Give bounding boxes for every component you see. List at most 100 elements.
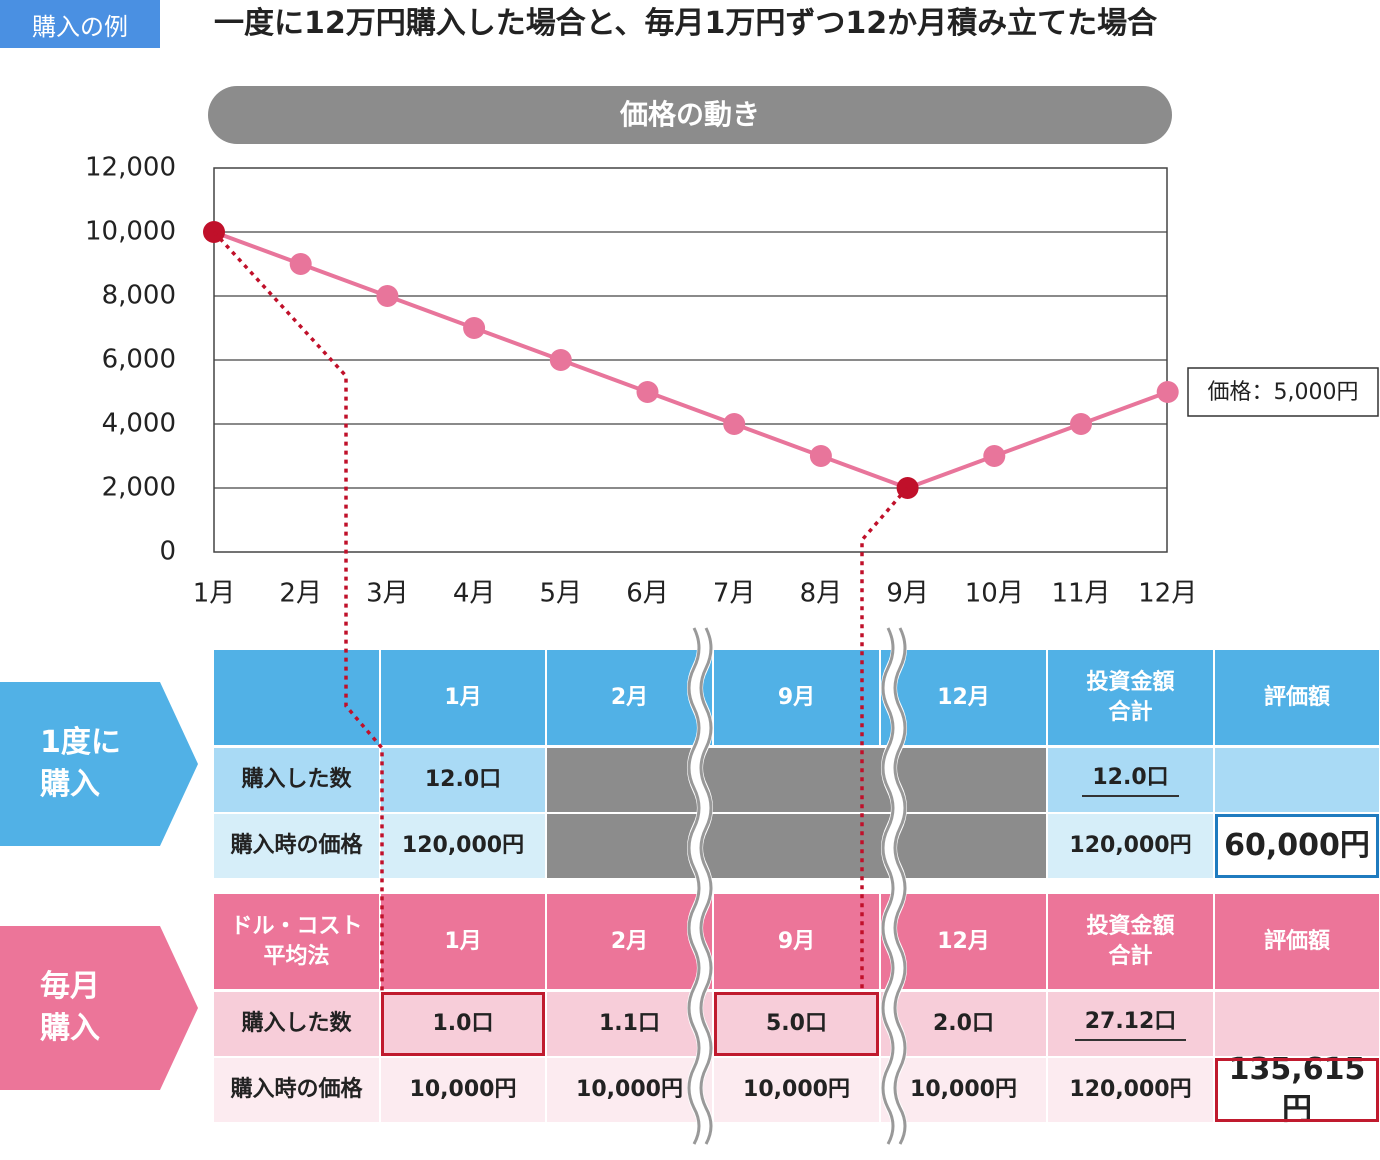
dca-price-cell-text: 10,000円 bbox=[743, 1077, 850, 1103]
dca-header-cell-text: 12月 bbox=[937, 928, 990, 954]
x-tick-label: 5月 bbox=[540, 579, 583, 609]
data-point bbox=[1070, 413, 1092, 435]
lump-header-cell: 2月 bbox=[547, 650, 712, 745]
chart-title-pill bbox=[208, 86, 1172, 144]
y-tick-label: 12,000 bbox=[85, 153, 176, 183]
dca-price-total-text: 120,000円 bbox=[1069, 1077, 1192, 1103]
arrow-label-line: 購入 bbox=[40, 1011, 100, 1046]
y-tick-label: 10,000 bbox=[85, 217, 176, 247]
row-label-text: 購入した数 bbox=[241, 1011, 352, 1037]
x-tick-label: 7月 bbox=[713, 579, 756, 609]
gray-block bbox=[547, 814, 1046, 878]
data-point bbox=[636, 381, 659, 403]
dca-header-cell: 2月 bbox=[547, 894, 712, 989]
x-tick-label: 6月 bbox=[626, 579, 669, 609]
dca-header-cell: 投資金額 合計 bbox=[1048, 894, 1213, 989]
x-tick-label: 8月 bbox=[800, 579, 843, 609]
price-annotation: 価格：5,000円 bbox=[1208, 380, 1359, 405]
dca-price-cell: 10,000円 bbox=[381, 1058, 545, 1122]
dca-header-cell-text: 9月 bbox=[777, 928, 816, 954]
x-tick-label: 10月 bbox=[965, 579, 1024, 609]
x-tick-label: 11月 bbox=[1051, 579, 1110, 609]
dca-count-total-text: 27.12口 bbox=[1074, 1007, 1187, 1041]
row-label: 購入時の価格 bbox=[214, 1058, 379, 1122]
data-point bbox=[549, 349, 572, 371]
lump-header-cell: 9月 bbox=[714, 650, 879, 745]
lump-sum-arrow bbox=[0, 682, 198, 846]
gray-block bbox=[547, 748, 1046, 812]
dca-header-cell: ドル・コスト 平均法 bbox=[214, 894, 379, 989]
price-annotation-box bbox=[1187, 367, 1379, 417]
lump-price-total-text: 120,000円 bbox=[1069, 833, 1192, 859]
dca-price-cell-text: 10,000円 bbox=[910, 1077, 1017, 1103]
dca-count-value bbox=[1215, 992, 1379, 1056]
chart-title: 価格の動き bbox=[619, 98, 760, 131]
lump-count-total: 12.0口 bbox=[1048, 748, 1213, 812]
dca-count-total: 27.12口 bbox=[1048, 992, 1213, 1056]
lump-header-cell: 投資金額 合計 bbox=[1048, 650, 1213, 745]
dca-count-cell-text: 5.0口 bbox=[766, 1011, 827, 1037]
dca-count-cell: 5.0口 bbox=[714, 992, 879, 1056]
row-label-text: 購入時の価格 bbox=[230, 1077, 363, 1103]
dca-header-cell-text: 2月 bbox=[610, 928, 649, 954]
lump-valuation: 60,000円 bbox=[1215, 814, 1379, 878]
lump-header-cell: 1月 bbox=[381, 650, 545, 745]
x-tick-label: 12月 bbox=[1138, 579, 1197, 609]
lump-header-cell: 評価額 bbox=[1215, 650, 1379, 745]
dca-count-cell: 1.0口 bbox=[381, 992, 545, 1056]
dca-valuation: 135,615円 bbox=[1215, 1052, 1379, 1127]
data-point bbox=[809, 445, 832, 467]
lump-count-m1: 12.0口 bbox=[381, 748, 545, 812]
row-label: 購入時の価格 bbox=[214, 814, 379, 878]
lump-price-m1-text: 120,000円 bbox=[401, 833, 525, 859]
dca-count-cell-text: 2.0口 bbox=[933, 1011, 994, 1037]
lump-header-cell-text: 1月 bbox=[444, 684, 482, 710]
dca-header-cell: 1月 bbox=[381, 894, 545, 989]
row-label-text: 購入した数 bbox=[241, 767, 352, 793]
lump-price-m1: 120,000円 bbox=[381, 814, 545, 878]
y-tick-label: 4,000 bbox=[102, 409, 176, 439]
lump-count-m1-text: 12.0口 bbox=[424, 767, 502, 793]
dca-valuation-text: 135,615円 bbox=[1228, 1051, 1366, 1128]
dca-price-cell-text: 10,000円 bbox=[576, 1077, 683, 1103]
row-label-text: 購入時の価格 bbox=[230, 833, 363, 859]
dca-arrow bbox=[0, 926, 198, 1090]
dca-price-cell: 10,000円 bbox=[881, 1058, 1046, 1122]
y-tick-label: 0 bbox=[159, 537, 176, 567]
arrow-label-line: 1度に bbox=[40, 725, 121, 760]
data-point bbox=[463, 317, 486, 339]
data-point bbox=[983, 445, 1006, 467]
page-title: 一度に12万円購入した場合と、毎月1万円ずつ12か月積み立てた場合 bbox=[214, 6, 1158, 41]
dca-price-cell: 10,000円 bbox=[547, 1058, 712, 1122]
lump-header-cell-text: 12月 bbox=[937, 684, 990, 710]
lump-header-cell bbox=[214, 650, 379, 745]
data-point bbox=[1156, 381, 1179, 403]
dca-header-cell-text: 投資金額 合計 bbox=[1086, 913, 1175, 969]
dca-count-cell: 1.1口 bbox=[547, 992, 712, 1056]
dca-arrow-label: 毎月購入 bbox=[40, 966, 100, 1050]
example-tag: 購入の例 bbox=[0, 0, 160, 48]
lump-header-cell-text: 9月 bbox=[777, 684, 816, 710]
lump-header-cell-text: 投資金額 合計 bbox=[1086, 669, 1175, 725]
arrow-label-line: 毎月 bbox=[40, 969, 100, 1004]
y-tick-label: 6,000 bbox=[102, 345, 176, 375]
data-point bbox=[723, 413, 746, 435]
y-tick-label: 2,000 bbox=[102, 473, 176, 503]
dca-header-cell-text: 1月 bbox=[444, 928, 482, 954]
lump-header-cell-text: 2月 bbox=[610, 684, 649, 710]
lump-valuation-text: 60,000円 bbox=[1224, 827, 1370, 863]
dca-price-cell-text: 10,000円 bbox=[409, 1077, 517, 1103]
row-label: 購入した数 bbox=[214, 748, 379, 812]
x-tick-label: 4月 bbox=[453, 579, 496, 609]
dca-count-cell-text: 1.1口 bbox=[599, 1011, 660, 1037]
dca-header-cell: 評価額 bbox=[1215, 894, 1379, 989]
dca-header-cell-text: ドル・コスト 平均法 bbox=[230, 913, 363, 969]
dca-header-cell: 12月 bbox=[881, 894, 1046, 989]
row-label: 購入した数 bbox=[214, 992, 379, 1056]
arrow-label-line: 購入 bbox=[40, 767, 100, 802]
dca-price-total: 120,000円 bbox=[1048, 1058, 1213, 1122]
dca-count-cell: 2.0口 bbox=[881, 992, 1046, 1056]
dca-header-cell-text: 評価額 bbox=[1263, 928, 1330, 954]
lump-header-cell-text: 評価額 bbox=[1263, 684, 1330, 710]
